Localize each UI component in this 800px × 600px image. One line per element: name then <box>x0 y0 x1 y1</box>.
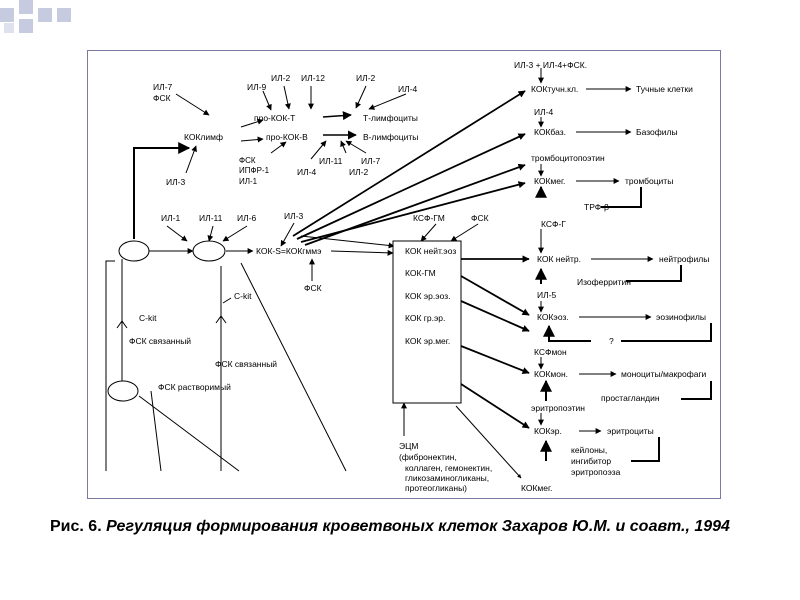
label: ФСК <box>153 93 171 103</box>
label: коллаген, гемонектин, <box>405 463 492 473</box>
label: КОК гр.эр. <box>405 313 445 323</box>
label: эритроциты <box>607 426 654 436</box>
label: КОКлимф <box>184 132 223 142</box>
label: тромбоциты <box>625 176 673 186</box>
label: ИЛ-3 <box>166 177 186 187</box>
label: C-kit <box>139 313 157 323</box>
label: про-КОК-В <box>266 132 308 142</box>
label: КОКэоз. <box>537 312 569 322</box>
progenitor-box <box>392 240 462 404</box>
label: ИЛ-12 <box>301 73 325 83</box>
label: ИЛ-4 <box>534 107 554 117</box>
label: нейтрофилы <box>659 254 709 264</box>
deco-square <box>38 8 52 22</box>
label: ТРФ-β <box>584 202 609 212</box>
label: кейлоны, <box>571 445 607 455</box>
label: ФСК <box>471 213 489 223</box>
label: ИПФР-1 <box>239 166 270 175</box>
deco-square <box>4 23 14 33</box>
label: ИЛ-1 <box>239 177 258 186</box>
label: протеогликаны) <box>405 483 467 493</box>
label: ИЛ-11 <box>199 213 223 223</box>
label: КОК эр.эоз. <box>405 291 451 301</box>
label: КСФ-ГМ <box>413 213 445 223</box>
label: ИЛ-9 <box>247 82 267 92</box>
label: ИЛ-3 <box>284 211 304 221</box>
stem-cell <box>118 240 150 262</box>
figure-caption: Рис. 6. Регуляция формирования кроветвон… <box>50 517 780 537</box>
label: ЭЦМ <box>399 441 418 451</box>
label: ингибитор <box>571 456 611 466</box>
label: эритропоэза <box>571 467 621 477</box>
label: ИЛ-2 <box>356 73 376 83</box>
label: эритропоэтин <box>531 403 585 413</box>
label: про-КОК-Т <box>254 113 295 123</box>
label: ИЛ-7 <box>153 82 173 92</box>
label: Т-лимфоциты <box>363 113 418 123</box>
label: ИЛ-4 <box>297 167 317 177</box>
deco-square <box>19 19 33 33</box>
label: КОК-ГМ <box>405 268 436 278</box>
label: ИЛ-1 <box>161 213 181 223</box>
hematopoiesis-diagram: ИЛ-3 + ИЛ-4+ФСК. КОКтучн.кл. Тучные клет… <box>105 60 712 493</box>
label: ИЛ-3 + ИЛ-4+ФСК. <box>514 60 587 70</box>
label: простагландин <box>601 393 660 403</box>
label: гликозаминогликаны, <box>405 473 489 483</box>
label: C-kit <box>234 291 252 301</box>
label: КОК-S=КОКгммэ <box>256 246 321 256</box>
label: КСФ-Г <box>541 219 566 229</box>
label: ФСК связанный <box>215 359 277 369</box>
label: КОКбаз. <box>534 127 566 137</box>
deco-square <box>0 8 14 22</box>
label: ИЛ-11 <box>319 156 343 166</box>
label: тромбоцитопоэтин <box>531 153 605 163</box>
caption-lead: Рис. 6. <box>50 518 102 535</box>
label: КОКэр. <box>534 426 562 436</box>
label: (фибронектин, <box>399 452 457 462</box>
label: КОКмег. <box>534 176 565 186</box>
label: ИЛ-2 <box>271 73 291 83</box>
label: ? <box>609 336 614 346</box>
label: В-лимфоциты <box>363 132 418 142</box>
label: ФСК <box>239 156 256 165</box>
label: ФСК <box>304 283 322 293</box>
label: КОКмег. <box>521 483 552 493</box>
label: ФСК связанный <box>129 336 191 346</box>
label: КСФмон <box>534 347 567 357</box>
deco-square <box>57 8 71 22</box>
caption-text: Регуляция формирования кроветвоных клето… <box>106 518 730 535</box>
label: ИЛ-6 <box>237 213 257 223</box>
label: КОКтучн.кл. <box>531 84 578 94</box>
label: ИЛ-4 <box>398 84 418 94</box>
label: КОК эр.мег. <box>405 336 450 346</box>
progenitor-cell <box>192 240 226 262</box>
connector-lines <box>105 68 712 479</box>
label: ФСК растворимый <box>158 382 231 392</box>
label: ИЛ-2 <box>349 167 369 177</box>
stromal-cell <box>107 380 139 402</box>
label: Изоферритин <box>577 277 631 287</box>
label: Базофилы <box>636 127 678 137</box>
label: моноциты/макрофаги <box>621 369 707 379</box>
label: Тучные клетки <box>636 84 693 94</box>
diagram-labels: ИЛ-3 + ИЛ-4+ФСК. КОКтучн.кл. Тучные клет… <box>129 60 709 493</box>
label: КОК нейт.эоз <box>405 246 456 256</box>
label: ИЛ-7 <box>361 156 381 166</box>
label: эозинофилы <box>656 312 706 322</box>
label: КОКмон. <box>534 369 568 379</box>
figure-frame: ИЛ-3 + ИЛ-4+ФСК. КОКтучн.кл. Тучные клет… <box>87 50 721 499</box>
deco-square <box>19 0 33 14</box>
label: КОК нейтр. <box>537 254 581 264</box>
label: ИЛ-5 <box>537 290 557 300</box>
